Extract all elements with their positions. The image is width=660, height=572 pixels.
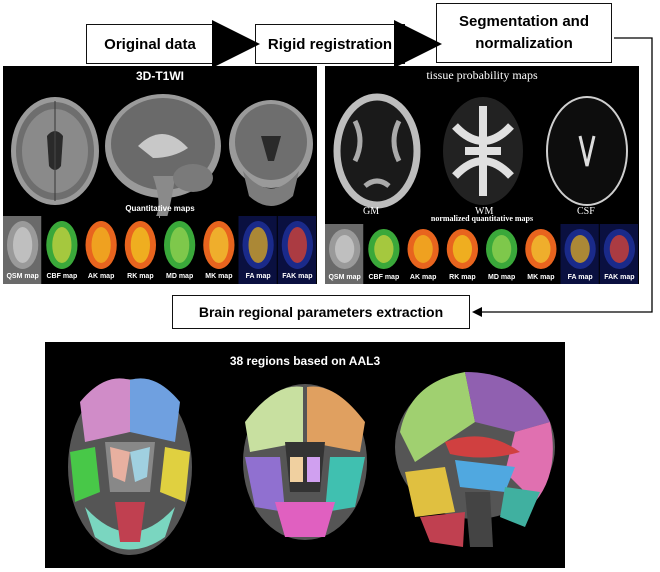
segmentation-normalization-box: Segmentation and normalization	[436, 3, 612, 63]
arrow-3-head	[472, 307, 482, 317]
connector-line	[478, 37, 653, 313]
right-map-core-6	[570, 235, 590, 263]
left-map-label-1: CBF map	[46, 273, 78, 280]
tissue-brain-images	[333, 93, 628, 209]
left-map-label-7: FAK map	[282, 273, 313, 280]
left-map-core-2	[91, 227, 111, 263]
tissue-panel: tissue probability maps GM WM CSF normal…	[325, 66, 639, 284]
t1-brain-images	[11, 94, 313, 218]
left-map-core-6	[248, 227, 268, 263]
left-map-label-3: RK map	[127, 273, 154, 280]
right-map-core-7	[609, 235, 629, 263]
left-map-core-7	[287, 227, 307, 263]
normalized-maps-title: normalized quantitative maps	[430, 214, 534, 223]
right-map-label-2: AK map	[409, 274, 437, 281]
aal3-panel: 38 regions based on AAL3	[45, 342, 565, 568]
right-map-label-6: FA map	[567, 274, 593, 281]
tissue-label-csf: CSF	[577, 206, 595, 217]
right-map-strip: QSM map CBF map AK map RK map MD map MK map FA…	[325, 224, 639, 284]
left-map-strip: QSM map CBF map AK map RK map MD map MK map FA…	[3, 216, 317, 284]
right-map-label-1: CBF map	[368, 274, 400, 281]
left-map-thumbnails	[3, 216, 316, 284]
right-map-core-4	[492, 235, 512, 263]
right-map-label-5: MK map	[527, 274, 555, 281]
brain-regional-extraction-box: Brain regional parameters extraction	[172, 295, 470, 329]
aal3-region-images	[68, 372, 555, 555]
left-map-label-5: MK map	[205, 273, 233, 280]
left-map-core-5	[209, 227, 229, 263]
left-map-label-6: FA map	[245, 273, 271, 280]
aal3-title: 38 regions based on AAL3	[229, 354, 381, 368]
t1wi-title: 3D-T1WI	[136, 69, 184, 83]
left-map-label-2: AK map	[87, 273, 115, 280]
tissue-label-wm: WM	[475, 206, 494, 217]
left-map-core-0	[13, 227, 33, 263]
right-map-label-4: MD map	[488, 274, 516, 281]
right-map-core-5	[531, 235, 551, 263]
left-map-core-3	[130, 227, 150, 263]
quantitative-maps-title: Quantitative maps	[125, 204, 195, 213]
left-map-core-4	[170, 227, 190, 263]
tissue-title: tissue probability maps	[426, 68, 538, 82]
right-map-core-3	[452, 235, 472, 263]
right-map-label-7: FAK map	[604, 274, 635, 281]
right-map-core-1	[374, 235, 394, 263]
right-map-thumbnails	[325, 224, 638, 284]
right-map-label-0: QSM map	[328, 274, 361, 281]
left-map-core-1	[52, 227, 72, 263]
left-map-label-4: MD map	[166, 273, 194, 280]
left-map-label-0: QSM map	[6, 273, 39, 280]
tissue-label-gm: GM	[363, 206, 380, 217]
right-map-core-0	[335, 235, 355, 263]
t1wi-panel: 3D-T1WI Quantitative maps QSM map CBF map…	[3, 66, 317, 284]
original-data-box: Original data	[86, 24, 214, 64]
right-map-label-3: RK map	[449, 274, 476, 281]
right-map-core-2	[413, 235, 433, 263]
